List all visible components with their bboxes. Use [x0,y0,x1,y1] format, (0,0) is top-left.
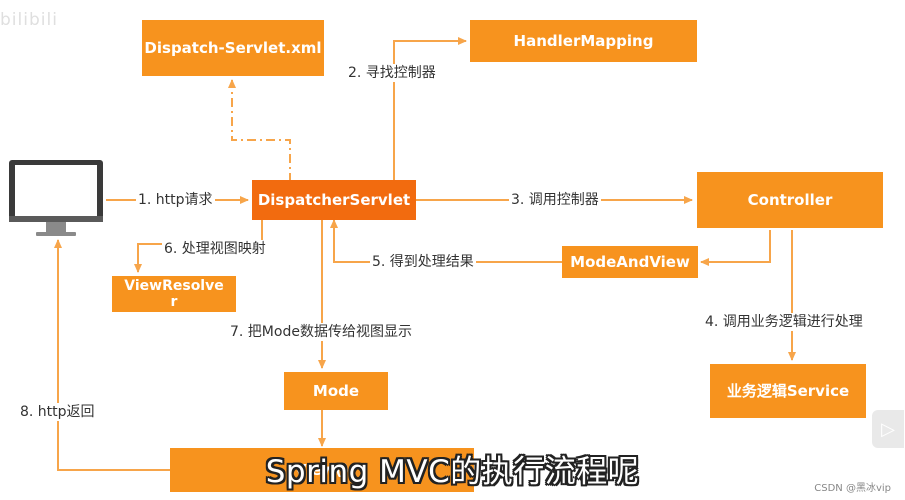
arrow-result [330,219,562,263]
service-box: 业务逻辑Service [710,364,866,418]
video-subtitle: Spring MVC的执行流程呢 [265,454,640,490]
dispatch-servlet-xml-label: Dispatch-Servlet.xml [144,39,322,57]
play-icon[interactable]: ▷ [872,410,904,448]
view-resolver-box: ViewResolve r [112,276,236,312]
step-8-label: 8. http返回 [18,403,97,421]
view-label: View() [294,461,350,479]
mode-box: Mode [284,372,388,410]
view-resolver-label: ViewResolve r [124,278,224,310]
model-and-view-label: ModeAndView [570,253,690,271]
csdn-credit: CSDN @黑冰vip [814,483,891,494]
step-5-label: 5. 得到处理结果 [370,253,476,271]
handler-mapping-box: HandlerMapping [470,20,697,62]
step-2-label: 2. 寻找控制器 [346,64,438,82]
mode-label: Mode [312,382,360,400]
model-and-view-box: ModeAndView [562,246,698,278]
controller-label: Controller [747,191,833,209]
step-3-label: 3. 调用控制器 [509,191,601,209]
arrow-dispatch-xml [228,79,291,182]
handler-mapping-label: HandlerMapping [513,32,654,50]
arrow-controller-to-mav [700,230,771,266]
dispatcher-servlet-box: DispatcherServlet [252,180,416,220]
client-monitor-icon [9,160,103,236]
step-6-label: 6. 处理视图映射 [162,240,268,258]
dispatch-servlet-xml-box: Dispatch-Servlet.xml [142,20,324,76]
controller-box: Controller [697,172,883,228]
arrow-http-return [54,239,172,471]
step-7-label: 7. 把Mode数据传给视图显示 [228,323,414,341]
step-1-label: 1. http请求 [136,191,215,209]
service-label: 业务逻辑Service [726,382,850,400]
arrow-find-controller [393,37,467,182]
step-4-label: 4. 调用业务逻辑进行处理 [703,313,865,331]
dispatcher-servlet-label: DispatcherServlet [257,191,411,209]
bilibili-watermark: bilibili [0,10,58,30]
view-box: View() [170,448,474,492]
